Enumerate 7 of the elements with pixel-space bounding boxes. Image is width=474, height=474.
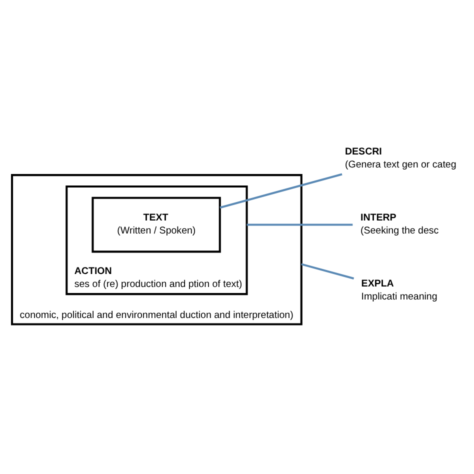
- connector: [301, 263, 354, 280]
- node-text: DESCRI (Genera text gen or categ: [345, 146, 456, 170]
- node-text: EXPLA Implicati meaning: [361, 278, 438, 302]
- connector: [220, 173, 342, 209]
- node-box: TEXT (Written / Spoken): [92, 196, 221, 253]
- connector: [246, 224, 353, 226]
- node-text: INTERP (Seeking the desc: [360, 212, 439, 236]
